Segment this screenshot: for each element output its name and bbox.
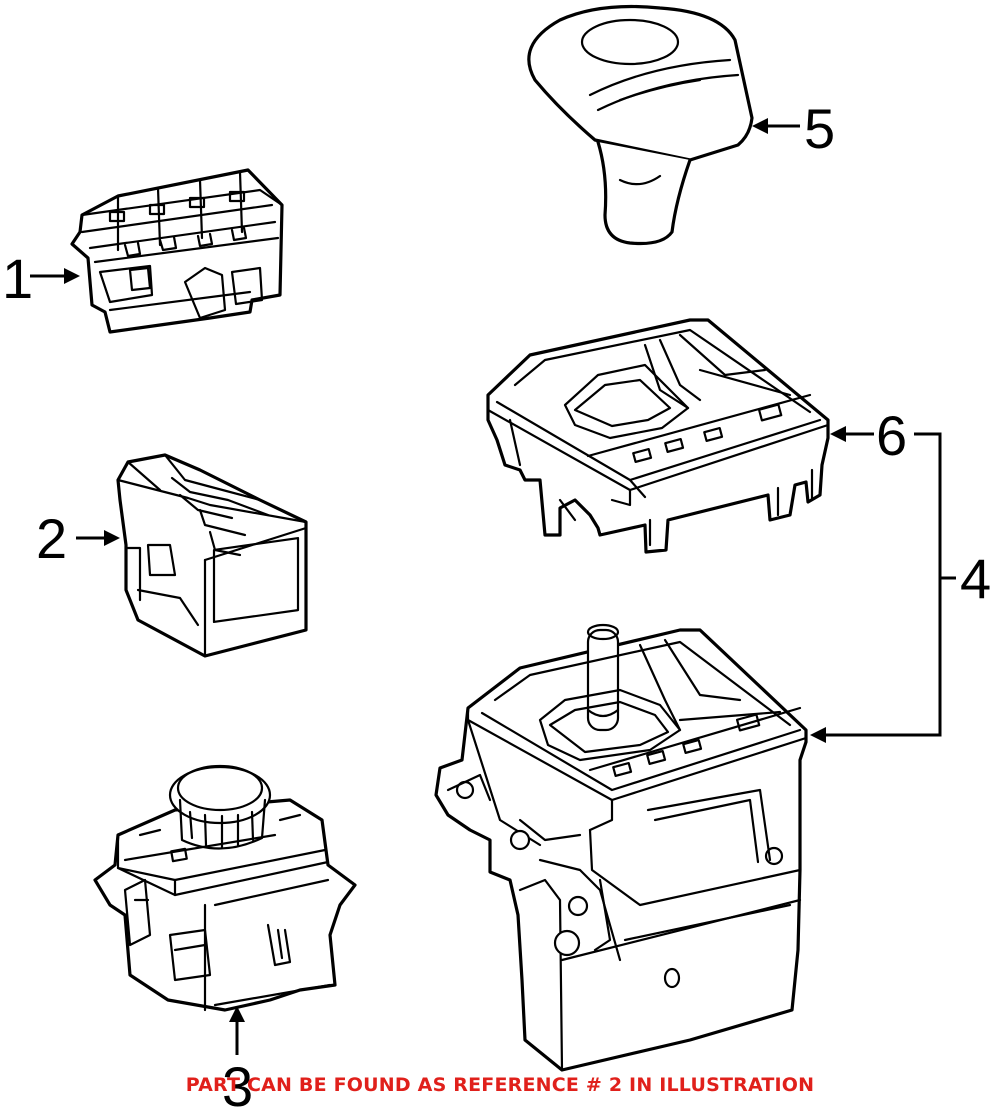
part-3-controller [93, 764, 357, 1012]
part-1-switch-block [70, 168, 284, 334]
callout-1: 1 [2, 247, 33, 310]
part-6-trim-bezel [486, 318, 830, 554]
callout-2: 2 [36, 507, 67, 570]
footer-note: PART CAN BE FOUND AS REFERENCE # 2 IN IL… [185, 1074, 815, 1096]
leader-1 [30, 268, 80, 284]
callout-4: 4 [960, 547, 991, 610]
callout-3: 3 [222, 1055, 253, 1110]
leader-2 [76, 530, 120, 546]
leader-3 [229, 1006, 245, 1055]
part-4-shifter-assembly [434, 623, 808, 1072]
leader-6 [830, 426, 874, 442]
part-2-switch-module [116, 453, 308, 658]
part-5-shift-knob [527, 4, 754, 246]
callout-5: 5 [804, 97, 835, 160]
callout-6: 6 [876, 404, 907, 467]
leader-4-bracket [810, 432, 956, 743]
leader-5 [752, 118, 800, 134]
